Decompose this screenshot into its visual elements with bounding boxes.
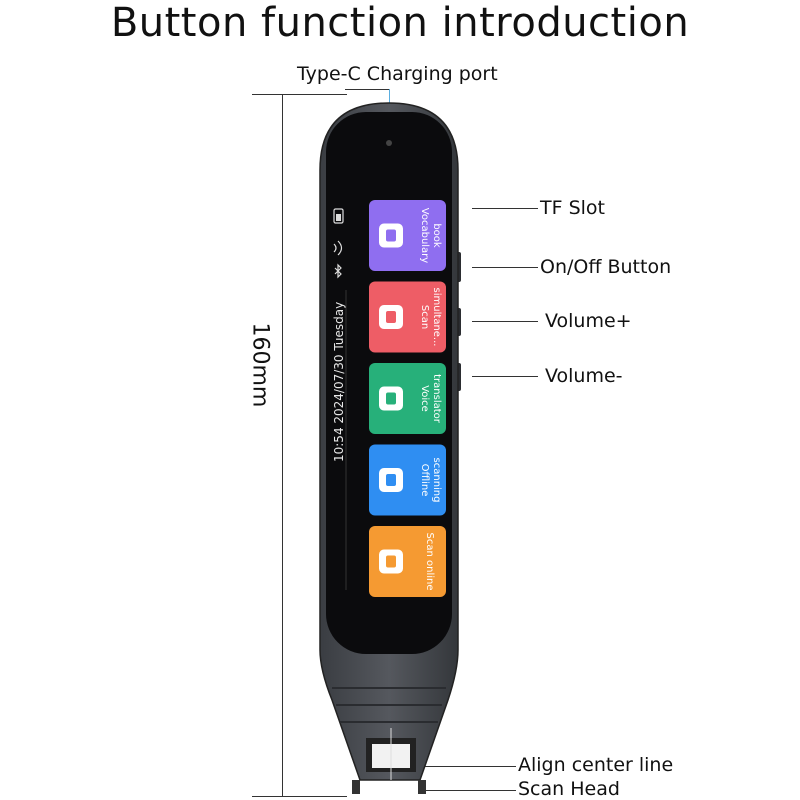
- battery-icon: [333, 208, 344, 224]
- wifi-icon: [333, 240, 343, 256]
- app-label-line1: Offline: [419, 464, 430, 497]
- leader-scan-head: [420, 790, 516, 791]
- label-volume-down: Volume-: [545, 365, 623, 387]
- app-tile-4[interactable]: Scan online: [369, 526, 446, 597]
- leader-on-off: [472, 267, 538, 268]
- app-label-line1: Vocabulary: [419, 208, 430, 264]
- app-label-line2: scanning: [431, 458, 442, 503]
- leader-align: [400, 766, 516, 767]
- label-on-off-button: On/Off Button: [540, 256, 672, 278]
- dimension-top-tick: [252, 94, 347, 95]
- app-label-line2: book: [431, 223, 442, 248]
- bluetooth-icon: [334, 263, 342, 279]
- app-label-line1: Scan online: [424, 533, 435, 591]
- label-tf-slot: TF Slot: [540, 197, 605, 219]
- page-title: Button function introduction: [110, 0, 690, 46]
- leader-type-c: [345, 89, 390, 90]
- camera-dot: [386, 140, 392, 146]
- app-label-line2: simultane...: [431, 288, 442, 347]
- app-label-line2: translator: [431, 374, 442, 424]
- app-label-line1: Scan: [419, 305, 430, 329]
- label-volume-up: Volume+: [545, 310, 632, 332]
- leader-type-c-drop: [389, 89, 390, 103]
- label-scan-head: Scan Head: [518, 778, 620, 800]
- label-align-center-line: Align center line: [518, 754, 674, 776]
- dimension-vertical: [282, 94, 283, 797]
- app-label-line1: Voice: [419, 385, 430, 412]
- leader-volume-down: [472, 376, 538, 377]
- dimension-bottom-tick: [252, 796, 347, 797]
- leader-volume-up: [472, 321, 538, 322]
- leader-tf-slot: [472, 208, 538, 209]
- status-date-time: 10:54 2024/07/30 Tuesday: [332, 302, 346, 462]
- label-type-c-port: Type-C Charging port: [297, 63, 498, 85]
